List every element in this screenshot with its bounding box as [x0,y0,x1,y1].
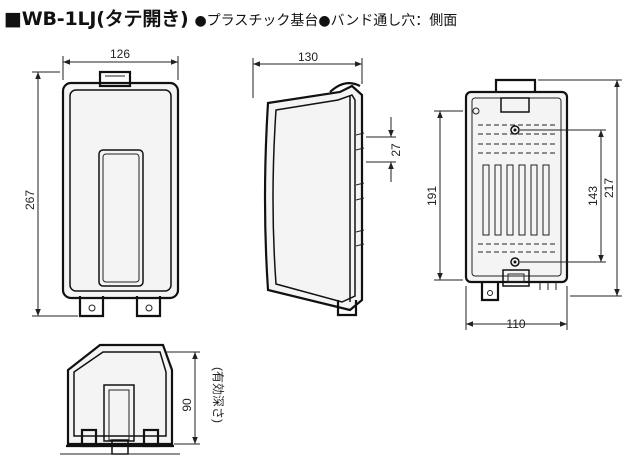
page-title: ■WB-1LJ(タテ開き) ●プラスチック基台●バンド通し穴：側面 [4,4,458,30]
product-description: ●プラスチック基台●バンド通し穴：側面 [194,13,458,29]
back-view [434,78,622,330]
bottom-view [60,343,200,455]
back-height-outer-label: 217 [602,178,616,198]
front-width-label: 126 [110,47,130,61]
bottom-depth-note: (有効深さ) [211,367,226,423]
back-hole-pitch-label: 143 [586,186,600,206]
back-width-label: 110 [506,317,525,331]
back-height-inner-label: 191 [425,186,439,206]
side-hole-pitch-label: 27 [389,143,403,157]
bottom-depth-label: 90 [180,398,194,412]
side-depth-label: 130 [298,50,318,64]
front-height-label: 267 [23,190,37,210]
side-view [252,58,396,317]
model-name: ■WB-1LJ(タテ開き) [4,8,189,30]
front-view [32,56,180,318]
